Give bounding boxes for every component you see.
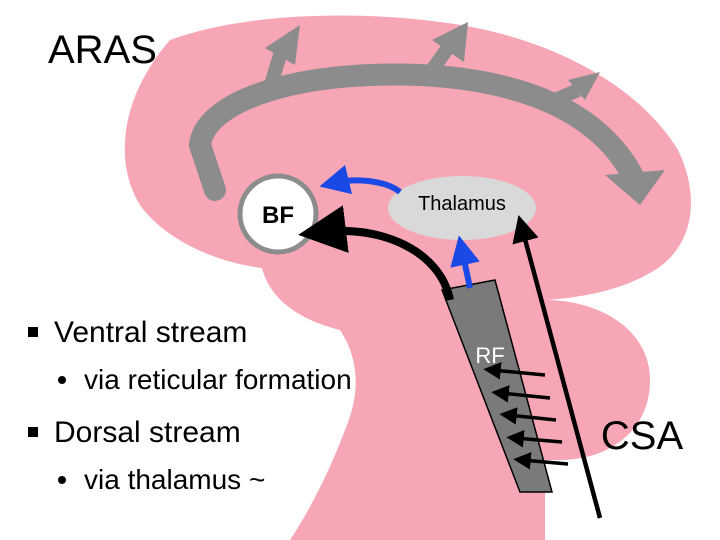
- sub-bullet-text: via thalamus ~: [84, 464, 266, 495]
- cortical-branch-2: [419, 40, 456, 85]
- cortical-arc: [188, 63, 646, 201]
- collateral-arrow-2: [491, 385, 551, 403]
- bullet-text: Ventral stream: [54, 316, 248, 349]
- thalamus-node: [388, 176, 536, 240]
- csa-ascending-arrow: [512, 214, 603, 519]
- dot-bullet-icon: [58, 475, 66, 484]
- sub-bullet-reticular: via reticular formation: [58, 364, 352, 396]
- cortical-branch-1: [261, 52, 287, 98]
- square-bullet-icon: [28, 327, 38, 338]
- collateral-arrow-4: [506, 430, 563, 448]
- branch-1-arrowhead: [265, 25, 300, 65]
- thalamus-label: Thalamus: [418, 193, 506, 215]
- rf-to-bf-arrow: [298, 205, 454, 301]
- branch-2-arrowhead: [432, 22, 468, 62]
- sub-bullet-text: via reticular formation: [84, 364, 352, 395]
- square-bullet-icon: [28, 427, 38, 438]
- bullet-ventral-stream: Ventral stream: [28, 316, 247, 350]
- sub-bullet-thalamus: via thalamus ~: [58, 464, 265, 496]
- dot-bullet-icon: [58, 375, 66, 384]
- collateral-arrow-3: [499, 407, 557, 425]
- cerebrum-shape: [124, 15, 691, 540]
- branch-3-arrowhead: [568, 72, 600, 100]
- bullet-dorsal-stream: Dorsal stream: [28, 416, 241, 450]
- collateral-arrow-1: [483, 362, 546, 380]
- bf-label: BF: [262, 202, 294, 229]
- cerebellum-shape: [545, 300, 650, 460]
- csa-label: CSA: [601, 414, 684, 458]
- bullet-text: Dorsal stream: [54, 416, 241, 449]
- rf-to-thalamus-arrow: [450, 235, 480, 289]
- slide-title: ARAS: [48, 28, 157, 72]
- arc-end-arrowhead: [605, 170, 665, 205]
- thalamus-to-bf-arrow: [319, 164, 402, 195]
- rf-label: RF: [475, 343, 504, 368]
- collateral-arrow-5: [513, 452, 569, 470]
- cortical-branch-3: [552, 83, 581, 107]
